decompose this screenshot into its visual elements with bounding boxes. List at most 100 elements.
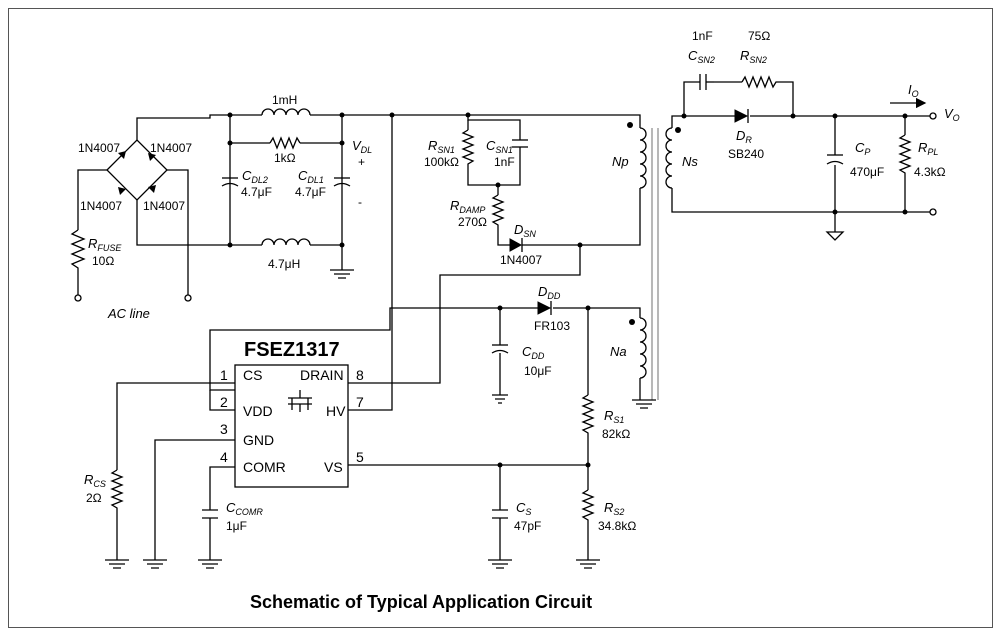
rdamp-label: RDAMP	[450, 198, 485, 215]
dsn-label: DSN	[514, 222, 536, 239]
cdd-label: CDD	[522, 344, 545, 361]
vo-label: VO	[944, 106, 960, 123]
pin-num-5: 5	[356, 449, 364, 465]
rs2-resistor	[581, 489, 595, 530]
pin-num-8: 8	[356, 367, 364, 383]
csn1-value: 1nF	[494, 155, 515, 169]
dsn-value: 1N4007	[500, 253, 542, 267]
diode-dr	[734, 109, 749, 123]
dr-value: SB240	[728, 147, 764, 161]
vdl-plus: +	[358, 155, 365, 169]
pin-num-3: 3	[220, 421, 228, 437]
rsn1-resistor	[461, 129, 475, 172]
inductor-l2	[261, 238, 311, 246]
vdl-label: VDL	[352, 138, 372, 155]
l2-value: 4.7μH	[268, 257, 300, 271]
csn1-label: CSN1	[486, 138, 513, 155]
capacitor-cdl2	[221, 177, 239, 187]
capacitor-cs	[492, 509, 508, 519]
diode-ddd	[537, 301, 552, 315]
aux-wiring	[116, 115, 641, 560]
pin-label-vs: VS	[324, 459, 343, 475]
rpl-resistor	[898, 134, 912, 180]
capacitor-csn1	[512, 139, 528, 156]
junction-dots	[227, 112, 583, 248]
csn2-label: CSN2	[688, 48, 715, 65]
ground-symbols	[105, 559, 600, 569]
ic-name: FSEZ1317	[244, 339, 340, 361]
bridge-diode-label-4: 1N4007	[143, 199, 185, 213]
rfuse-resistor	[70, 229, 86, 275]
l1-value: 1mH	[272, 93, 297, 107]
ground-icon	[330, 269, 354, 279]
rsn2-resistor	[741, 75, 780, 89]
cdd-value: 10μF	[524, 364, 552, 378]
input-wiring	[74, 114, 641, 302]
cdl1-label: CDL1	[298, 168, 324, 185]
cdl1-value: 4.7μF	[295, 185, 326, 199]
rpl-value: 4.3kΩ	[914, 165, 946, 179]
cp-label: CP	[855, 140, 870, 157]
bridge-diode-label-2: 1N4007	[150, 141, 192, 155]
ddd-value: FR103	[534, 319, 570, 333]
mosfet-icon	[288, 390, 312, 412]
ccomr-value: 1μF	[226, 519, 247, 533]
rsn2-value: 75Ω	[748, 29, 770, 43]
ddd-label: DDD	[538, 284, 561, 301]
rcs-label: RCS	[84, 472, 106, 489]
inductor-l1	[261, 108, 311, 116]
ic-body	[234, 364, 349, 488]
pin-label-gnd: GND	[243, 432, 274, 448]
bridge-diode-label-3: 1N4007	[80, 199, 122, 213]
rsn2-label: RSN2	[740, 48, 767, 65]
secondary-junctions	[681, 113, 908, 215]
transformer	[627, 122, 681, 409]
ns-label: Ns	[682, 154, 698, 169]
pin-label-cs: CS	[243, 367, 262, 383]
csn2-value: 1nF	[692, 29, 713, 43]
capacitor-ccomr	[202, 509, 218, 519]
capacitor-cdd	[491, 344, 509, 354]
dr-label: DR	[736, 128, 752, 145]
snubber-wiring	[390, 115, 641, 384]
pin-num-4: 4	[220, 449, 228, 465]
pin-label-vdd: VDD	[243, 403, 273, 419]
cs-label: CS	[516, 500, 531, 517]
r1k-value: 1kΩ	[274, 151, 296, 165]
diagram-title: Schematic of Typical Application Circuit	[250, 592, 592, 612]
rsn1-label: RSN1	[428, 138, 455, 155]
cs-value: 47pF	[514, 519, 541, 533]
ccomr-label: CCOMR	[226, 500, 263, 517]
bridge-diode-label-1: 1N4007	[78, 141, 120, 155]
rdamp-value: 270Ω	[458, 215, 487, 229]
ac-line-label: AC line	[107, 306, 150, 321]
rcs-value: 2Ω	[86, 491, 102, 505]
resistor-1k	[269, 136, 301, 150]
rpl-label: RPL	[918, 140, 938, 157]
vdl-minus: -	[358, 195, 362, 209]
pin-num-7: 7	[356, 394, 364, 410]
cdl2-value: 4.7μF	[241, 185, 272, 199]
secondary-wiring	[671, 81, 937, 241]
rfuse-label: RFUSE	[88, 236, 122, 253]
np-label: Np	[612, 154, 629, 169]
diode-dsn	[509, 238, 530, 252]
rs2-label: RS2	[604, 500, 624, 517]
rs1-label: RS1	[604, 408, 624, 425]
rsn1-value: 100kΩ	[424, 155, 459, 169]
pin-num-1: 1	[220, 367, 228, 383]
rdamp-resistor	[491, 194, 505, 230]
aux-junctions	[497, 305, 591, 468]
rs1-value: 82kΩ	[602, 427, 630, 441]
pin-label-hv: HV	[326, 403, 346, 419]
schematic-frame	[8, 8, 993, 628]
rs2-value: 34.8kΩ	[598, 519, 636, 533]
bridge-rectifier	[118, 151, 156, 195]
rs1-resistor	[581, 394, 595, 445]
na-label: Na	[610, 344, 627, 359]
pin-label-comr: COMR	[243, 459, 286, 475]
rcs-resistor	[110, 469, 124, 520]
capacitor-cp	[826, 154, 844, 165]
rfuse-value: 10Ω	[92, 254, 114, 268]
